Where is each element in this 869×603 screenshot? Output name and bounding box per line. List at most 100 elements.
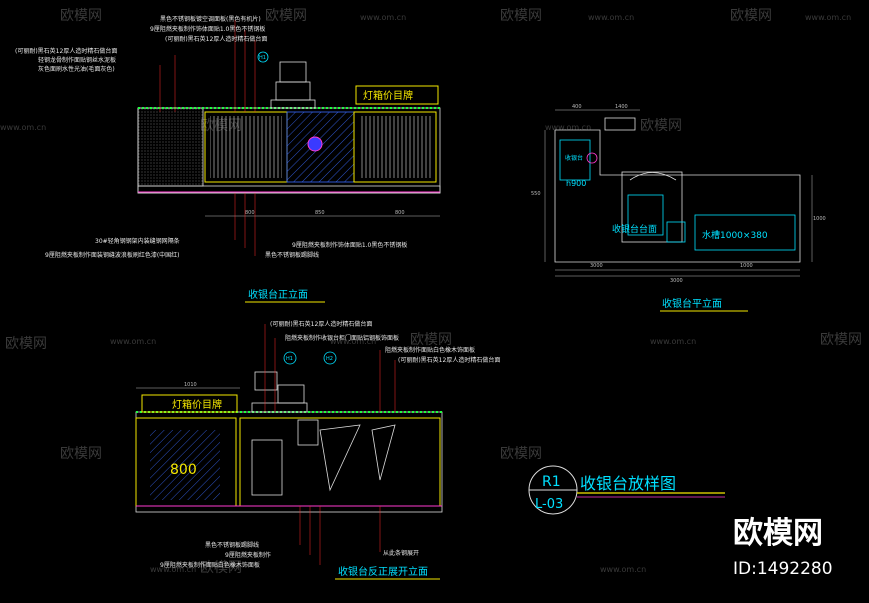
annotation: (可丽耐)黑石英12厚人造时精石做台面 xyxy=(270,320,372,328)
watermark-url: www.om.cn xyxy=(545,123,591,132)
watermark-url: www.om.cn xyxy=(588,13,634,22)
watermark-brand: 欧模网 xyxy=(640,118,682,134)
watermark-url: www.om.cn xyxy=(600,565,646,574)
watermark-url: www.om.cn xyxy=(805,13,851,22)
register-base xyxy=(270,99,316,109)
register-icon xyxy=(275,81,311,101)
sign-box xyxy=(355,85,439,105)
annotation: 黑色不锈钢板踢脚线 xyxy=(265,251,319,259)
logo-mark xyxy=(307,136,323,152)
plan-view: 收银台 h900 收银台台面 水槽1000×380 3000 1000 3000… xyxy=(531,104,826,312)
dim-value: 3000 xyxy=(590,263,603,269)
drawing-code-bottom: L-03 xyxy=(535,497,563,512)
counter-plan-outline xyxy=(554,129,801,263)
register-base xyxy=(251,402,308,413)
kickboard xyxy=(137,185,441,194)
view-title: 收银台反正展开立面 xyxy=(338,565,428,578)
annotation: 轻钢龙骨制作面贴钢丝水泥板 xyxy=(38,56,116,64)
counter-inner xyxy=(627,194,664,236)
sink-label: 水槽1000×380 xyxy=(702,229,768,241)
drawer-box xyxy=(666,221,686,243)
drawer-icon xyxy=(297,419,319,446)
annotation: (可丽耐)黑石英12厚人造时精石做台面 xyxy=(398,356,500,364)
cabinet-door-icon xyxy=(371,424,396,481)
annotation: 灰色面刷水性光油(毛面灰色) xyxy=(38,65,115,73)
cash-label: h900 xyxy=(566,179,586,188)
dim-value: 800 xyxy=(245,210,255,216)
section-marker xyxy=(257,51,269,63)
watermark-layer: 欧模网 欧模网 欧模网 欧模网 www.om.cn www.om.cn www.… xyxy=(0,8,862,576)
register-icon xyxy=(277,384,305,404)
watermark-brand: 欧模网 xyxy=(820,332,862,348)
annotation: 30#轻角钢钢架内装缝钢网隔条 xyxy=(95,237,180,245)
plan-top-block xyxy=(604,117,636,131)
section-marker xyxy=(323,351,337,365)
watermark-brand: 欧模网 xyxy=(200,560,242,576)
annotation: 黑色不锈钢板踢脚线 xyxy=(205,541,259,549)
watermark-brand: 欧模网 xyxy=(60,446,102,462)
annotation: 阻燃夹板制作收银台柜门面贴铝钢板饰面板 xyxy=(285,334,399,342)
annotation: 9厘阻燃夹板制作面装钢缝波浪板刷红色漆(中国红) xyxy=(45,251,180,259)
sign-box xyxy=(141,394,238,413)
drawing-code-top: R1 xyxy=(542,474,561,490)
front-elevation: 灯箱价目牌 800 850 800 H1 黑色不锈钢板镀空调面板(黑色有机片) … xyxy=(15,15,441,303)
cashier-label: 收银台 xyxy=(565,154,583,162)
panel-value: 800 xyxy=(170,462,197,478)
watermark-brand: 欧模网 xyxy=(5,336,47,352)
compartment-icon xyxy=(251,439,283,496)
section-marker-label: H1 xyxy=(259,55,266,61)
dim-value: 400 xyxy=(572,104,582,110)
annotation: (可丽耐)黑石英12厚人造时精石做台面 xyxy=(15,47,117,55)
dim-value: 1010 xyxy=(184,382,197,388)
annotation: 9厘阻燃夹板制作面贴白色橡木饰面板 xyxy=(160,561,260,569)
chair-plan-icon xyxy=(629,172,677,181)
drawing-title: 收银台放样图 xyxy=(580,474,676,493)
dim-value: 1000 xyxy=(740,263,753,269)
counter-label: 收银台台面 xyxy=(612,223,657,235)
watermark-brand: 欧模网 xyxy=(410,332,452,348)
annotation: 从此条钢展开 xyxy=(383,549,419,557)
annotation: (可丽耐)黑石英12厚人造时精石做台面 xyxy=(165,35,267,43)
dim-value: 550 xyxy=(531,191,541,197)
section-marker-label: H1 xyxy=(286,356,293,362)
cabinet-door-icon xyxy=(319,424,361,492)
view-title: 收银台平立面 xyxy=(662,297,722,310)
sign-text: 灯箱价目牌 xyxy=(172,398,222,411)
watermark-brand: 欧模网 xyxy=(500,446,542,462)
cabinet-right xyxy=(353,111,437,183)
stone-panel xyxy=(137,107,204,187)
sink-box xyxy=(694,214,796,251)
annotation: 9厘阻燃夹板制作 xyxy=(225,551,271,559)
cashier-box xyxy=(559,139,591,181)
watermark-url: www.om.cn xyxy=(0,123,46,132)
panel-hatch xyxy=(150,430,220,500)
cabinet-left-slats xyxy=(210,116,282,178)
dim-value: 1400 xyxy=(615,104,628,110)
watermark-brand: 欧模网 xyxy=(500,8,542,24)
annotation: 黑色不锈钢板镀空调面板(黑色有机片) xyxy=(160,15,261,23)
brand-logo: 欧模网 xyxy=(733,516,823,551)
cabinet-section xyxy=(239,417,441,507)
watermark-url: www.om.cn xyxy=(150,565,196,574)
view-title: 收银台正立面 xyxy=(248,288,308,301)
dim-value: 1000 xyxy=(813,216,826,222)
dim-value: 850 xyxy=(315,210,325,216)
sign-text: 灯箱价目牌 xyxy=(363,89,413,102)
title-block: R1 L-03 收银台放样图 xyxy=(528,465,725,515)
watermark-brand: 欧模网 xyxy=(730,8,772,24)
monitor-icon xyxy=(279,61,307,83)
register-plan xyxy=(621,171,683,243)
cabinet-right-slats xyxy=(359,116,431,178)
dim-value: 3000 xyxy=(670,278,683,284)
leader-lines xyxy=(264,324,396,565)
monitor-icon xyxy=(254,371,278,391)
brand-stamp: 欧模网 ID:1492280 xyxy=(733,516,833,579)
section-marker-label: H2 xyxy=(326,356,333,362)
annotation: 9厘阻燃夹板制作饰体面贴1.0黑色不锈钢板 xyxy=(150,25,265,33)
reverse-elevation: 800 灯箱价目牌 1010 H1 H2 (可丽耐)黑石 xyxy=(135,320,500,580)
model-id: ID:1492280 xyxy=(733,559,833,579)
watermark-url: www.om.cn xyxy=(110,337,156,346)
watermark-brand: 欧模网 xyxy=(265,8,307,24)
chair-icon xyxy=(586,152,598,164)
